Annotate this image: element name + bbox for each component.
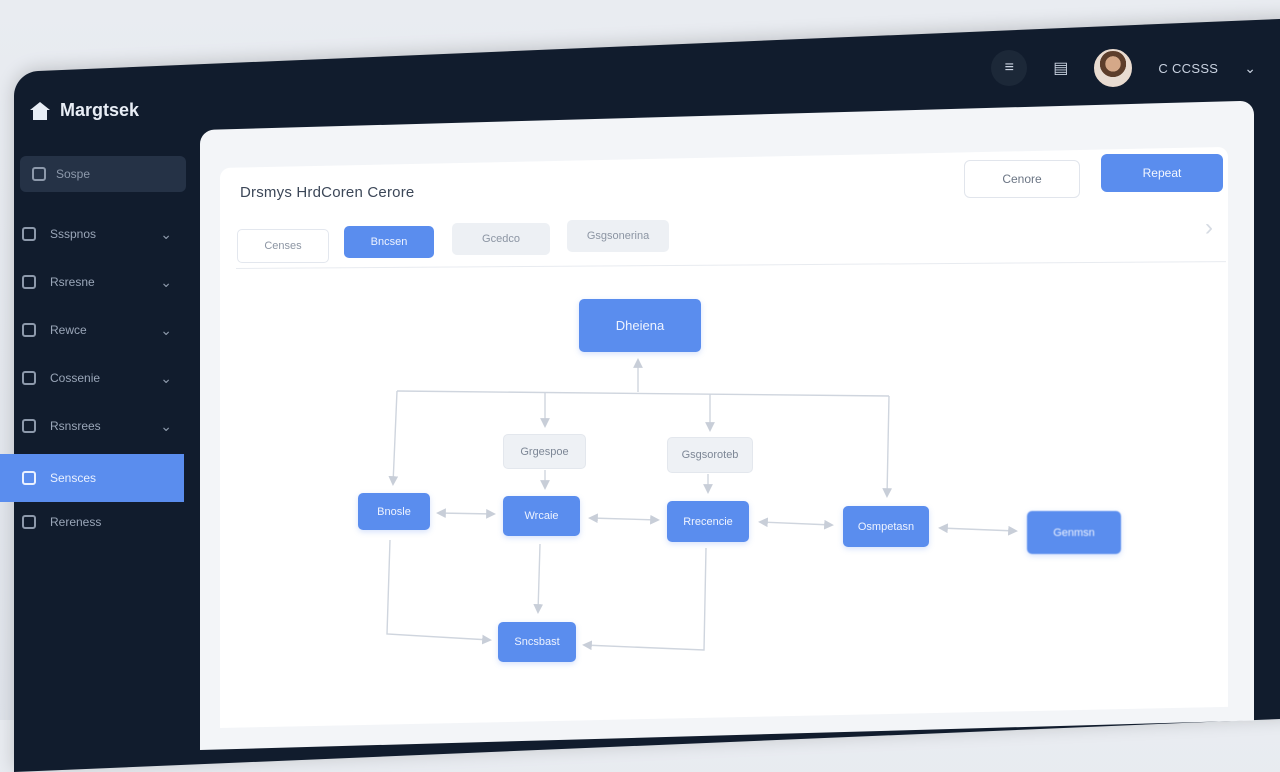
edge-row-1 bbox=[436, 508, 496, 519]
chevron-down-icon: ⌄ bbox=[160, 417, 172, 434]
sidebar-item-3[interactable]: Rewce ⌄ bbox=[0, 308, 184, 352]
app-window: ≡ ▤ C CCSSS ⌄ Margtsek Sospe Ssspnos ⌄ R… bbox=[0, 18, 1280, 772]
inbox-icon[interactable]: ▤ bbox=[1053, 60, 1069, 77]
sidebar-search[interactable]: Sospe bbox=[20, 156, 186, 192]
chevron-down-icon: ⌄ bbox=[160, 273, 172, 290]
edge-row-4 bbox=[938, 523, 1018, 536]
edge-right-bottom bbox=[582, 547, 707, 651]
edge-drop-right bbox=[882, 395, 893, 498]
layout-icon bbox=[22, 227, 36, 241]
chevron-down-icon: ⌄ bbox=[160, 321, 172, 338]
edge-row-3 bbox=[758, 517, 834, 530]
edge-row-2 bbox=[588, 513, 660, 525]
diagram-connectors bbox=[386, 358, 1018, 651]
sidebar-item-label: Rewce bbox=[50, 323, 87, 337]
grid-icon bbox=[32, 167, 46, 181]
chevron-down-icon[interactable]: ⌄ bbox=[1244, 59, 1256, 76]
sidebar-item-label: Ssspnos bbox=[50, 227, 97, 241]
brand-name: Margtsek bbox=[60, 100, 140, 120]
primary-button[interactable]: Repeat bbox=[1101, 154, 1223, 192]
users-icon bbox=[22, 471, 36, 485]
diagram-label-node[interactable]: Grgespoe bbox=[503, 434, 586, 469]
home-icon bbox=[30, 101, 50, 120]
diagram-bottom-node[interactable]: Sncsbast bbox=[498, 622, 576, 662]
avatar[interactable] bbox=[1094, 49, 1133, 87]
chevron-down-icon: ⌄ bbox=[160, 369, 172, 386]
folder-icon bbox=[22, 419, 36, 433]
box-icon bbox=[22, 371, 36, 385]
diagram-node[interactable]: Bnosle bbox=[358, 493, 430, 530]
sidebar-item-6[interactable]: Sensces bbox=[0, 454, 184, 502]
brand-logo[interactable]: Margtsek bbox=[30, 100, 139, 121]
tab-3[interactable]: Gcedco bbox=[452, 223, 550, 255]
sidebar-item-label: Cossenie bbox=[50, 371, 101, 385]
menu-icon[interactable]: ≡ bbox=[991, 50, 1028, 86]
settings-icon bbox=[22, 515, 36, 529]
tab-4[interactable]: Gsgsonerina bbox=[567, 220, 669, 252]
sidebar-item-5[interactable]: Rsnsrees ⌄ bbox=[0, 404, 184, 448]
sidebar-item-1[interactable]: Ssspnos ⌄ bbox=[0, 212, 184, 256]
edge-left-bottom bbox=[386, 539, 492, 645]
diagram-node[interactable]: Rrecencie bbox=[667, 501, 749, 542]
sidebar-search-label: Sospe bbox=[56, 167, 91, 181]
diagram-root-node[interactable]: Dheiena bbox=[579, 299, 701, 352]
stage: ≡ ▤ C CCSSS ⌄ Margtsek Sospe Ssspnos ⌄ R… bbox=[0, 18, 1280, 772]
edge-drop-left bbox=[388, 390, 399, 486]
file-icon bbox=[22, 275, 36, 289]
edge-down-2 bbox=[533, 543, 544, 614]
sidebar-item-label: Rsnsrees bbox=[50, 419, 101, 433]
diagram-label-node[interactable]: Gsgsoroteb bbox=[667, 437, 753, 473]
sidebar: Sospe Ssspnos ⌄ Rsresne ⌄ Rewce ⌄ Cossen… bbox=[0, 150, 190, 720]
user-name: C CCSSS bbox=[1158, 60, 1219, 76]
chart-icon bbox=[22, 323, 36, 337]
topbar-actions: ≡ ▤ C CCSSS ⌄ bbox=[991, 44, 1256, 92]
sidebar-item-4[interactable]: Cossenie ⌄ bbox=[0, 356, 184, 400]
diagram-node[interactable]: Osmpetasn bbox=[843, 506, 929, 547]
diagram-node[interactable]: Genmsn bbox=[1027, 511, 1121, 554]
chevron-down-icon: ⌄ bbox=[160, 225, 172, 242]
sidebar-item-2[interactable]: Rsresne ⌄ bbox=[0, 260, 184, 304]
secondary-button[interactable]: Cenore bbox=[964, 160, 1080, 198]
chevron-right-icon[interactable]: › bbox=[1205, 214, 1213, 241]
page-title: Drsmys HrdCoren Cerore bbox=[240, 184, 415, 201]
diagram-node[interactable]: Wrcaie bbox=[503, 496, 580, 536]
edge-bus bbox=[396, 390, 890, 397]
tab-1[interactable]: Censes bbox=[237, 229, 329, 263]
sidebar-item-7[interactable]: Rereness bbox=[0, 500, 184, 544]
tab-2[interactable]: Bncsen bbox=[344, 226, 434, 258]
sidebar-item-label: Rereness bbox=[50, 515, 102, 529]
sidebar-item-label: Sensces bbox=[50, 471, 97, 485]
sidebar-item-label: Rsresne bbox=[50, 275, 95, 289]
